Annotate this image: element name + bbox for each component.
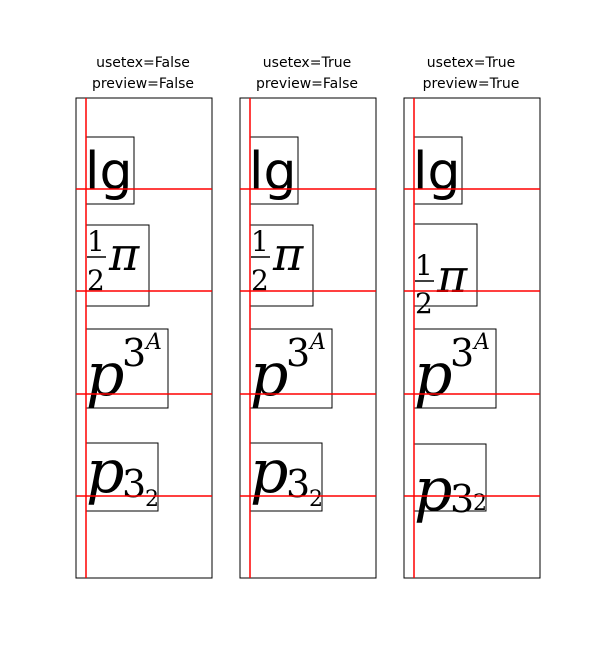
frac-numerator: 1 xyxy=(87,225,105,258)
panel-title-line1: usetex=True xyxy=(427,55,515,71)
superscript-a: A xyxy=(308,330,326,355)
frac-denominator: 2 xyxy=(251,264,269,297)
panel-title-line1: usetex=False xyxy=(96,55,190,71)
superscript-3: 3 xyxy=(450,331,474,375)
panel-title-line2: preview=True xyxy=(423,76,520,92)
frac-numerator: 1 xyxy=(415,249,433,282)
panel-frame xyxy=(403,97,541,579)
panel-title-line2: preview=False xyxy=(92,76,194,92)
pi-symbol: π xyxy=(272,227,304,281)
frac-numerator: 1 xyxy=(251,225,269,258)
p-base: p xyxy=(86,340,124,410)
panel-2: usetex=True preview=False lg 1 2 π p 3 A… xyxy=(239,55,377,579)
panel-3: usetex=True preview=True lg 1 2 π p 3 A … xyxy=(403,55,541,579)
text-lg: lg xyxy=(413,142,460,202)
subscript-3: 3 xyxy=(286,462,310,506)
subscript-2: 2 xyxy=(473,491,487,516)
subscript-3: 3 xyxy=(122,462,146,506)
p-base: p xyxy=(250,340,288,410)
text-lg: lg xyxy=(249,142,296,202)
pi-symbol: π xyxy=(108,227,140,281)
frac-denominator: 2 xyxy=(415,287,433,320)
frac-denominator: 2 xyxy=(87,264,105,297)
p-base: p xyxy=(414,455,452,525)
superscript-a: A xyxy=(144,330,162,355)
p-base: p xyxy=(414,340,452,410)
superscript-3: 3 xyxy=(286,331,310,375)
panel-1: usetex=False preview=False lg 1 2 π p 3 … xyxy=(75,55,213,579)
subscript-2: 2 xyxy=(309,487,323,512)
subscript-3: 3 xyxy=(450,477,474,521)
subscript-2: 2 xyxy=(145,487,159,512)
panel-title-line2: preview=False xyxy=(256,76,358,92)
panel-title-line1: usetex=True xyxy=(263,55,351,71)
superscript-a: A xyxy=(472,330,490,355)
pi-symbol: π xyxy=(436,249,468,303)
panel-frame xyxy=(239,97,377,579)
text-lg: lg xyxy=(85,142,132,202)
superscript-3: 3 xyxy=(122,331,146,375)
panel-frame xyxy=(75,97,213,579)
